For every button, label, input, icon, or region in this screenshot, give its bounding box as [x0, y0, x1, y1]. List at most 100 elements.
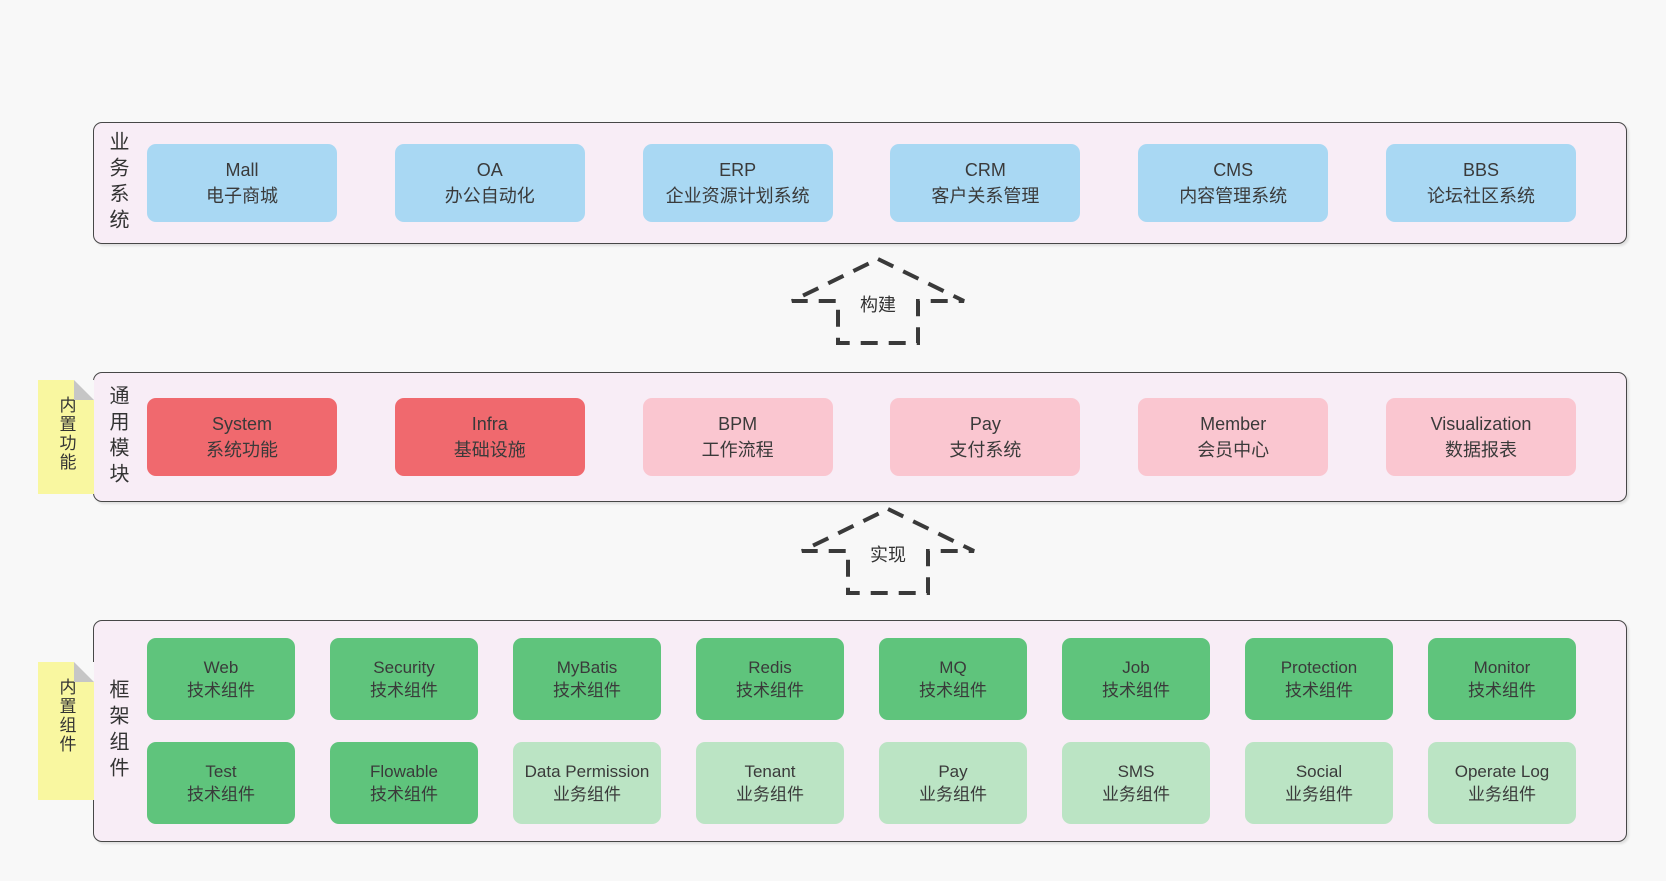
- box-erp-en: ERP: [719, 160, 757, 180]
- box-bpm-en: BPM: [718, 414, 758, 434]
- box-mall: Mall 电子商城: [147, 144, 337, 222]
- box-protection: Protection 技术组件: [1245, 638, 1393, 720]
- box-operate-log-en: Operate Log: [1454, 762, 1550, 781]
- box-mybatis-en: MyBatis: [556, 658, 618, 677]
- box-redis: Redis 技术组件: [696, 638, 844, 720]
- box-tenant-zh: 业务组件: [736, 785, 804, 804]
- box-member-en: Member: [1200, 414, 1267, 434]
- arrow-up-outline-icon: [791, 256, 965, 345]
- tab-builtin-features-label: 内置功能: [56, 396, 76, 472]
- box-visualization-en: Visualization: [1430, 414, 1532, 434]
- box-bbs-en: BBS: [1462, 160, 1499, 180]
- box-job-en: Job: [1122, 658, 1150, 677]
- section-business-systems: 业务系统 Mall 电子商城 OA 办公自动化 ERP 企业资源计划系统 CRM…: [93, 122, 1627, 244]
- box-mq-en: MQ: [939, 658, 967, 677]
- section-modules-label: 通用模块: [106, 385, 128, 489]
- box-visualization-zh: 数据报表: [1444, 440, 1517, 460]
- box-cms-en: CMS: [1213, 160, 1254, 180]
- box-social-zh: 业务组件: [1285, 785, 1353, 804]
- box-mybatis: MyBatis 技术组件: [513, 638, 661, 720]
- box-data-permission: Data Permission 业务组件: [513, 742, 661, 824]
- box-operate-log: Operate Log 业务组件: [1428, 742, 1576, 824]
- box-system: System 系统功能: [147, 398, 337, 476]
- box-cms-zh: 内容管理系统: [1179, 186, 1288, 206]
- box-crm-en: CRM: [964, 160, 1006, 180]
- box-oa: OA 办公自动化: [394, 144, 585, 222]
- box-bpm: BPM 工作流程: [642, 398, 833, 476]
- box-erp-zh: 企业资源计划系统: [665, 186, 810, 206]
- box-mybatis-zh: 技术组件: [553, 681, 621, 700]
- box-mq: MQ 技术组件: [879, 638, 1027, 720]
- box-cms: CMS 内容管理系统: [1138, 144, 1329, 222]
- arrow-up-outline-icon: [801, 506, 975, 595]
- box-tenant-en: Tenant: [744, 762, 796, 781]
- box-flowable: Flowable 技术组件: [330, 742, 478, 824]
- box-web-en: Web: [203, 658, 239, 677]
- box-redis-zh: 技术组件: [736, 681, 804, 700]
- box-security-zh: 技术组件: [370, 681, 438, 700]
- arrow-implement-label: 实现: [865, 540, 911, 568]
- box-job-zh: 技术组件: [1102, 681, 1170, 700]
- box-redis-en: Redis: [748, 658, 792, 677]
- box-system-en: System: [211, 414, 272, 434]
- box-protection-en: Protection: [1280, 658, 1358, 677]
- box-pay-module-en: Pay: [969, 414, 1001, 434]
- box-tenant: Tenant 业务组件: [696, 742, 844, 824]
- box-test: Test 技术组件: [147, 742, 295, 824]
- business-boxes: Mall 电子商城 OA 办公自动化 ERP 企业资源计划系统 CRM 客户关系…: [127, 144, 1626, 222]
- box-monitor-zh: 技术组件: [1468, 681, 1536, 700]
- box-social: Social 业务组件: [1245, 742, 1393, 824]
- tab-builtin-features: 内置功能: [38, 380, 94, 494]
- box-erp: ERP 企业资源计划系统: [642, 144, 833, 222]
- box-social-en: Social: [1295, 762, 1343, 781]
- box-member: Member 会员中心: [1138, 398, 1329, 476]
- arrow-implement: 实现: [798, 505, 978, 597]
- box-security-en: Security: [373, 658, 435, 677]
- box-pay-component-en: Pay: [938, 762, 968, 781]
- box-bbs: BBS 论坛社区系统: [1385, 144, 1576, 222]
- box-monitor: Monitor 技术组件: [1428, 638, 1576, 720]
- framework-row-1: Web 技术组件 Security 技术组件 MyBatis 技术组件 Redi…: [147, 638, 1576, 720]
- box-test-zh: 技术组件: [187, 785, 255, 804]
- box-sms-en: SMS: [1117, 762, 1155, 781]
- arrow-build: 构建: [788, 255, 968, 347]
- box-member-zh: 会员中心: [1197, 440, 1270, 460]
- box-oa-zh: 办公自动化: [444, 186, 535, 206]
- box-pay-component: Pay 业务组件: [879, 742, 1027, 824]
- box-security: Security 技术组件: [330, 638, 478, 720]
- box-web: Web 技术组件: [147, 638, 295, 720]
- section-common-modules: 内置功能 通用模块 System 系统功能 Infra 基础设施 BPM 工作流…: [38, 372, 1627, 502]
- framework-row-2: Test 技术组件 Flowable 技术组件 Data Permission …: [147, 742, 1576, 824]
- framework-grid: Web 技术组件 Security 技术组件 MyBatis 技术组件 Redi…: [127, 638, 1626, 824]
- box-mq-zh: 技术组件: [919, 681, 987, 700]
- box-infra-zh: 基础设施: [453, 440, 526, 460]
- box-sms: SMS 业务组件: [1062, 742, 1210, 824]
- box-data-permission-en: Data Permission: [524, 762, 650, 781]
- module-boxes: System 系统功能 Infra 基础设施 BPM 工作流程 Pay 支付系统…: [127, 398, 1626, 476]
- box-system-zh: 系统功能: [206, 440, 278, 460]
- arrow-build-label: 构建: [855, 290, 901, 318]
- box-crm-zh: 客户关系管理: [931, 186, 1040, 206]
- box-visualization: Visualization 数据报表: [1385, 398, 1576, 476]
- tab-builtin-components: 内置组件: [38, 662, 94, 800]
- box-infra-en: Infra: [471, 414, 508, 434]
- box-protection-zh: 技术组件: [1285, 681, 1353, 700]
- box-job: Job 技术组件: [1062, 638, 1210, 720]
- box-crm: CRM 客户关系管理: [890, 144, 1081, 222]
- box-sms-zh: 业务组件: [1102, 785, 1170, 804]
- section-framework-components: 内置组件 框架组件 Web 技术组件 Security 技术组件 MyBatis…: [38, 620, 1627, 842]
- box-pay-module: Pay 支付系统: [890, 398, 1081, 476]
- box-flowable-zh: 技术组件: [370, 785, 438, 804]
- box-infra: Infra 基础设施: [394, 398, 585, 476]
- box-pay-module-zh: 支付系统: [949, 440, 1022, 460]
- box-pay-component-zh: 业务组件: [919, 785, 987, 804]
- box-mall-en: Mall: [225, 160, 259, 180]
- box-mall-zh: 电子商城: [206, 186, 278, 206]
- box-monitor-en: Monitor: [1473, 658, 1531, 677]
- tab-builtin-components-label: 内置组件: [56, 678, 76, 754]
- box-bbs-zh: 论坛社区系统: [1426, 186, 1535, 206]
- box-flowable-en: Flowable: [369, 762, 439, 781]
- box-test-en: Test: [205, 762, 237, 781]
- box-bpm-zh: 工作流程: [701, 440, 774, 460]
